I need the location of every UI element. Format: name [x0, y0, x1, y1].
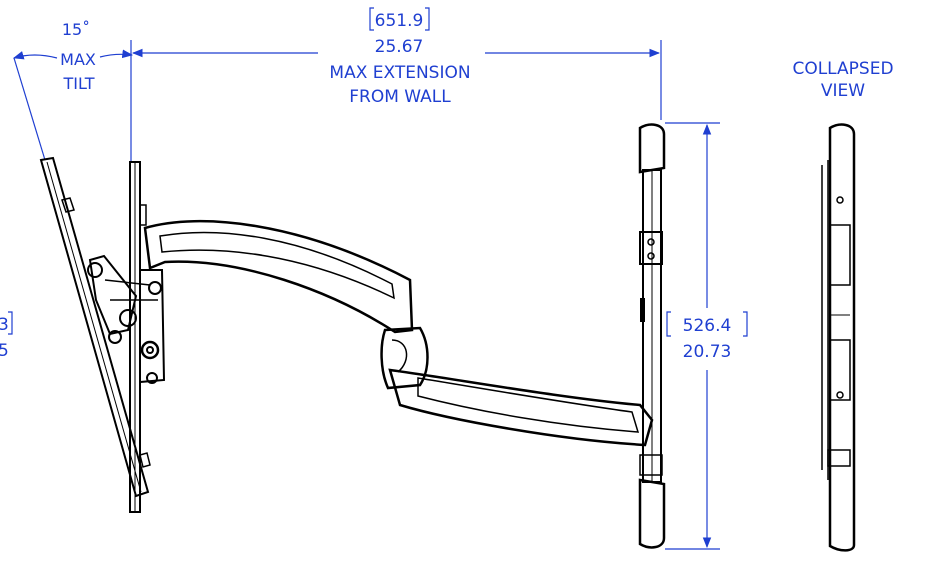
tilt-label-tilt: TILT: [63, 74, 95, 93]
height-bracket-left: [666, 311, 671, 337]
left-cut-dimension: 3 5: [0, 311, 13, 361]
left-cut-in: 5: [0, 341, 9, 361]
tilt-dimension: 15˚ MAX TILT: [12, 20, 134, 161]
height-dimension: 526.4 20.73: [665, 122, 748, 550]
tilt-degrees: 15˚: [62, 20, 90, 39]
tilt-label-max: MAX: [60, 50, 96, 69]
tilted-tv-plate: [39, 156, 158, 498]
tilt-arc-left: [12, 51, 58, 60]
wall-plate: [129, 161, 166, 513]
height-bracket-right: [743, 311, 748, 337]
height-in: 20.73: [683, 342, 732, 362]
extension-bracket-left: [369, 7, 374, 31]
collapsed-label-line-2: VIEW: [821, 81, 865, 101]
height-mm: 526.4: [683, 316, 732, 336]
extension-dimension: 651.9 25.67 MAX EXTENSION FROM WALL: [130, 7, 662, 162]
tilt-extension-line: [13, 57, 46, 161]
collapsed-view-drawing: [821, 123, 856, 552]
tv-bracket-side: [638, 123, 666, 549]
extension-label-1: MAX EXTENSION: [329, 63, 470, 83]
left-cut-bracket: [8, 311, 13, 335]
collapsed-view-label: COLLAPSED VIEW: [792, 59, 893, 101]
extension-mm: 651.9: [375, 11, 424, 31]
extension-bracket-right: [425, 7, 430, 31]
extension-in: 25.67: [375, 37, 424, 57]
collapsed-label-line-1: COLLAPSED: [792, 59, 893, 79]
left-cut-mm: 3: [0, 315, 9, 335]
tilt-arc-right: [99, 49, 134, 59]
articulating-arm: [143, 219, 654, 447]
extension-label-2: FROM WALL: [349, 87, 451, 107]
